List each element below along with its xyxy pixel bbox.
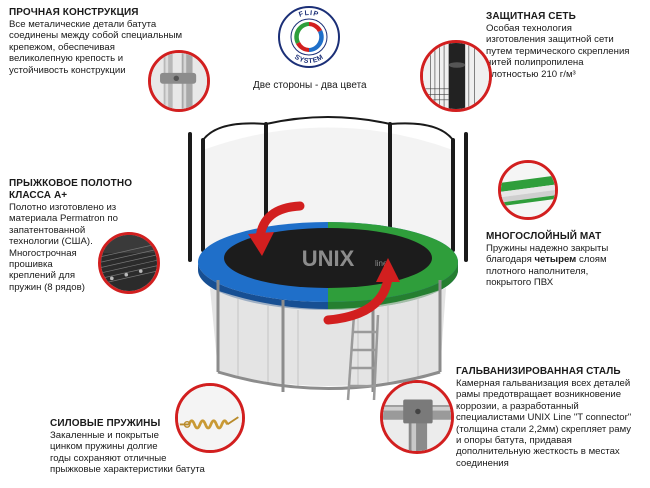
rotation-arrow-icon <box>248 201 305 256</box>
galvanized-text: Камерная гальванизация всех деталей рамы… <box>456 378 632 469</box>
construction-title: ПРОЧНАЯ КОНСТРУКЦИЯ <box>9 7 139 18</box>
spring-icon <box>175 383 245 453</box>
springs-feature: СИЛОВЫЕ ПРУЖИНЫ Закаленные и покрытые ци… <box>50 418 250 476</box>
multilayer-mat-feature: МНОГОСЛОЙНЫЙ МАТ Пружины надежно закрыты… <box>486 231 646 289</box>
flip-logo-top-text: FLIP <box>298 10 319 19</box>
multilayer-mat-text: Пружины надежно закрыты благодаря четыре… <box>486 243 646 289</box>
galvanized-title: ГАЛЬВАНИЗИРОВАННАЯ СТАЛЬ <box>456 366 621 377</box>
jump-mat-title-2: КЛАССА А+ <box>9 190 68 201</box>
multilayer-mat-title: МНОГОСЛОЙНЫЙ МАТ <box>486 231 602 242</box>
brand-logo-suffix: line <box>375 259 388 268</box>
svg-text:FLIP: FLIP <box>298 10 320 19</box>
net-text: Особая технология изготовления защитной … <box>486 23 630 80</box>
mat-stitching-icon <box>98 232 160 294</box>
pad-layers-icon <box>498 160 558 220</box>
flip-logo-bottom-text: SYSTEM <box>293 54 324 65</box>
net-roll-icon <box>420 40 492 112</box>
rotation-arrow-icon <box>323 258 400 325</box>
flip-logo-caption: Две стороны - два цвета <box>253 80 367 91</box>
trampoline-illustration: UNIX line <box>188 116 468 401</box>
multilayer-text-before: Пружины надежно закрыты благодаря <box>486 243 609 266</box>
jump-mat-title-1: ПРЫЖКОВОЕ ПОЛОТНО <box>9 178 133 189</box>
springs-text: Закаленные и покрытые цинком пружины дол… <box>50 430 205 476</box>
brand-logo-text: UNIX <box>302 246 355 271</box>
multilayer-text-bold: четырем <box>534 254 577 266</box>
multilayer-text-after: слоям плотного наполнителя, покрытого ПВ… <box>486 254 607 289</box>
springs-title: СИЛОВЫЕ ПРУЖИНЫ <box>50 418 161 429</box>
net-feature: ЗАЩИТНАЯ СЕТЬ Особая технология изготовл… <box>486 11 646 80</box>
svg-text:SYSTEM: SYSTEM <box>293 54 325 65</box>
construction-feature: ПРОЧНАЯ КОНСТРУКЦИЯ Все металические дет… <box>9 7 209 76</box>
construction-text: Все металические детали батута соединены… <box>9 19 183 76</box>
jump-mat-feature: ПРЫЖКОВОЕ ПОЛОТНО КЛАССА А+ Полотно изго… <box>9 178 159 293</box>
galvanized-feature: ГАЛЬВАНИЗИРОВАННАЯ СТАЛЬ Камерная гальва… <box>456 366 650 469</box>
t-connector-icon <box>380 380 454 454</box>
jump-mat-text: Полотно изготовлено из материала Permatr… <box>9 202 118 293</box>
flip-system-logo: FLIP SYSTEM <box>278 6 340 68</box>
fastener-closeup-icon <box>148 50 210 112</box>
net-title: ЗАЩИТНАЯ СЕТЬ <box>486 11 576 22</box>
